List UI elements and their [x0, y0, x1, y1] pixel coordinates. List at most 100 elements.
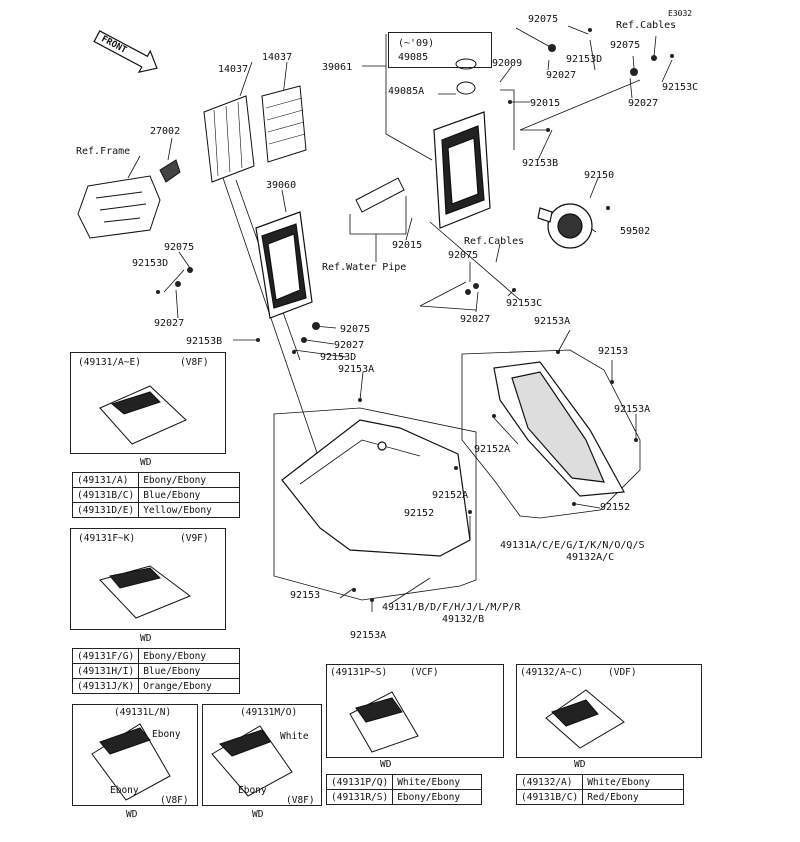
grille-right [261, 85, 307, 163]
variant-6-caption: WD [574, 759, 586, 770]
part-14037-b: 14037 [262, 52, 293, 63]
color-table-2: (49131F/G)Ebony/Ebony (49131H/I)Blue/Ebo… [71, 648, 241, 694]
variant-5-tag: (VCF) [410, 667, 439, 678]
variant-6-title: (49132/A~C) [520, 667, 583, 678]
right-shroud [493, 361, 625, 497]
table-cell: Ebony/Ebony [392, 789, 483, 805]
variant-box-5 [326, 664, 504, 758]
table-cell: White/Ebony [392, 774, 483, 790]
ref-water-pipe: Ref.Water Pipe [322, 262, 407, 273]
table-cell: (49131/A) [71, 472, 140, 488]
table-row: (49131/A)Ebony/Ebony [71, 472, 241, 488]
part-92015-top: 92015 [530, 98, 561, 109]
part-27002: 27002 [150, 126, 181, 137]
part-92152a-r: 92152A [474, 444, 511, 455]
variant-4-tag: (V8F) [286, 795, 315, 806]
assembly-center-2: 49132/B [442, 614, 485, 625]
part-59502: 59502 [620, 226, 651, 237]
variant-3-caption: WD [126, 809, 138, 820]
table-cell: (49131B/C) [515, 789, 584, 805]
table-cell: Ebony/Ebony [138, 648, 241, 664]
part-92153a-rt: 92153A [534, 316, 571, 327]
table-cell: Blue/Ebony [138, 487, 241, 503]
assembly-right-1: 49131A/C/E/G/I/K/N/O/Q/S [500, 540, 645, 551]
part-39061: 39061 [322, 62, 353, 73]
diagram-code: E3032 [668, 9, 693, 18]
assembly-right-2: 49132A/C [566, 552, 615, 563]
radiator-left [255, 211, 313, 319]
ref-cables-mid: Ref.Cables [464, 236, 525, 247]
table-row: (49131F/G)Ebony/Ebony [71, 648, 241, 664]
table-row: (49131P/Q)White/Ebony [325, 774, 483, 790]
variant-2-tag: (V9F) [180, 533, 209, 544]
part-92075-r1: 92075 [528, 14, 559, 25]
part-92153a-c: 92153A [350, 630, 387, 641]
variant-1-caption: WD [140, 457, 152, 468]
water-pipe [355, 177, 405, 213]
cooling-fan [537, 203, 593, 249]
part-92153d-r: 92153D [566, 54, 603, 65]
part-92075-c: 92075 [448, 250, 479, 261]
part-14037-a: 14037 [218, 64, 249, 75]
variant-box-2 [70, 528, 226, 630]
table-row: (49131B/C)Red/Ebony [515, 789, 685, 805]
part-92027-r2: 92027 [628, 98, 659, 109]
part-92153b-left: 92153B [186, 336, 223, 347]
part-92153d-left: 92153D [132, 258, 169, 269]
radiator-cap [455, 58, 477, 95]
table-row: (49131H/I)Blue/Ebony [71, 663, 241, 679]
variant-4-caption: WD [252, 809, 264, 820]
part-92152-c: 92152 [404, 508, 435, 519]
part-92153b-right: 92153B [522, 158, 559, 169]
table-cell: Yellow/Ebony [138, 502, 241, 518]
table-cell: (49131P/Q) [325, 774, 394, 790]
table-cell: (49131F/G) [71, 648, 140, 664]
table-row: (49131R/S)Ebony/Ebony [325, 789, 483, 805]
ref-frame: Ref.Frame [76, 146, 131, 157]
table-cell: (49131R/S) [325, 789, 394, 805]
part-49085a: 49085A [388, 86, 425, 97]
variant-3-title: (49131L/N) [114, 707, 172, 718]
part-92027-r1: 92027 [546, 70, 577, 81]
table-cell: Orange/Ebony [138, 678, 241, 694]
front-arrow-icon [93, 30, 158, 74]
variant-2-caption: WD [140, 633, 152, 644]
table-cell: Red/Ebony [582, 789, 685, 805]
frame-bracket [77, 175, 161, 239]
part-92153c-c: 92153C [506, 298, 543, 309]
grille-left [203, 95, 255, 183]
part-92153d-mid: 92153D [320, 352, 357, 363]
variant-1-title: (49131/A~E) [78, 357, 141, 368]
variant-box-1 [70, 352, 226, 454]
color-table-4: (49132/A)White/Ebony (49131B/C)Red/Ebony [515, 774, 685, 805]
part-92075-r2: 92075 [610, 40, 641, 51]
part-92153a-r2: 92153A [614, 404, 651, 415]
part-92152-r: 92152 [600, 502, 631, 513]
year-note-box [388, 32, 492, 68]
variant-3-color-note-2: Ebony [110, 785, 139, 796]
variant-4-color-note-2: Ebony [238, 785, 267, 796]
table-row: (49131B/C)Blue/Ebony [71, 487, 241, 503]
part-92150: 92150 [584, 170, 615, 181]
variant-1-tag: (V8F) [180, 357, 209, 368]
fastener-dots [156, 28, 674, 602]
table-cell: (49131D/E) [71, 502, 140, 518]
part-92153a-mid: 92153A [338, 364, 375, 375]
part-49085: 49085 [398, 52, 429, 63]
part-92027-c: 92027 [460, 314, 491, 325]
variant-6-tag: (VDF) [608, 667, 637, 678]
variant-box-6 [516, 664, 702, 758]
part-92027-mid: 92027 [334, 340, 365, 351]
variant-5-caption: WD [380, 759, 392, 770]
bolt-27002 [159, 159, 181, 183]
table-cell: Blue/Ebony [138, 663, 241, 679]
part-92153-c: 92153 [290, 590, 321, 601]
part-92075-mid: 92075 [340, 324, 371, 335]
variant-3-color-note: Ebony [152, 729, 181, 740]
part-39060: 39060 [266, 180, 297, 191]
variant-3-tag: (V8F) [160, 795, 189, 806]
table-cell: (49131B/C) [71, 487, 140, 503]
table-cell: (49132/A) [515, 774, 584, 790]
table-cell: White/Ebony [582, 774, 685, 790]
